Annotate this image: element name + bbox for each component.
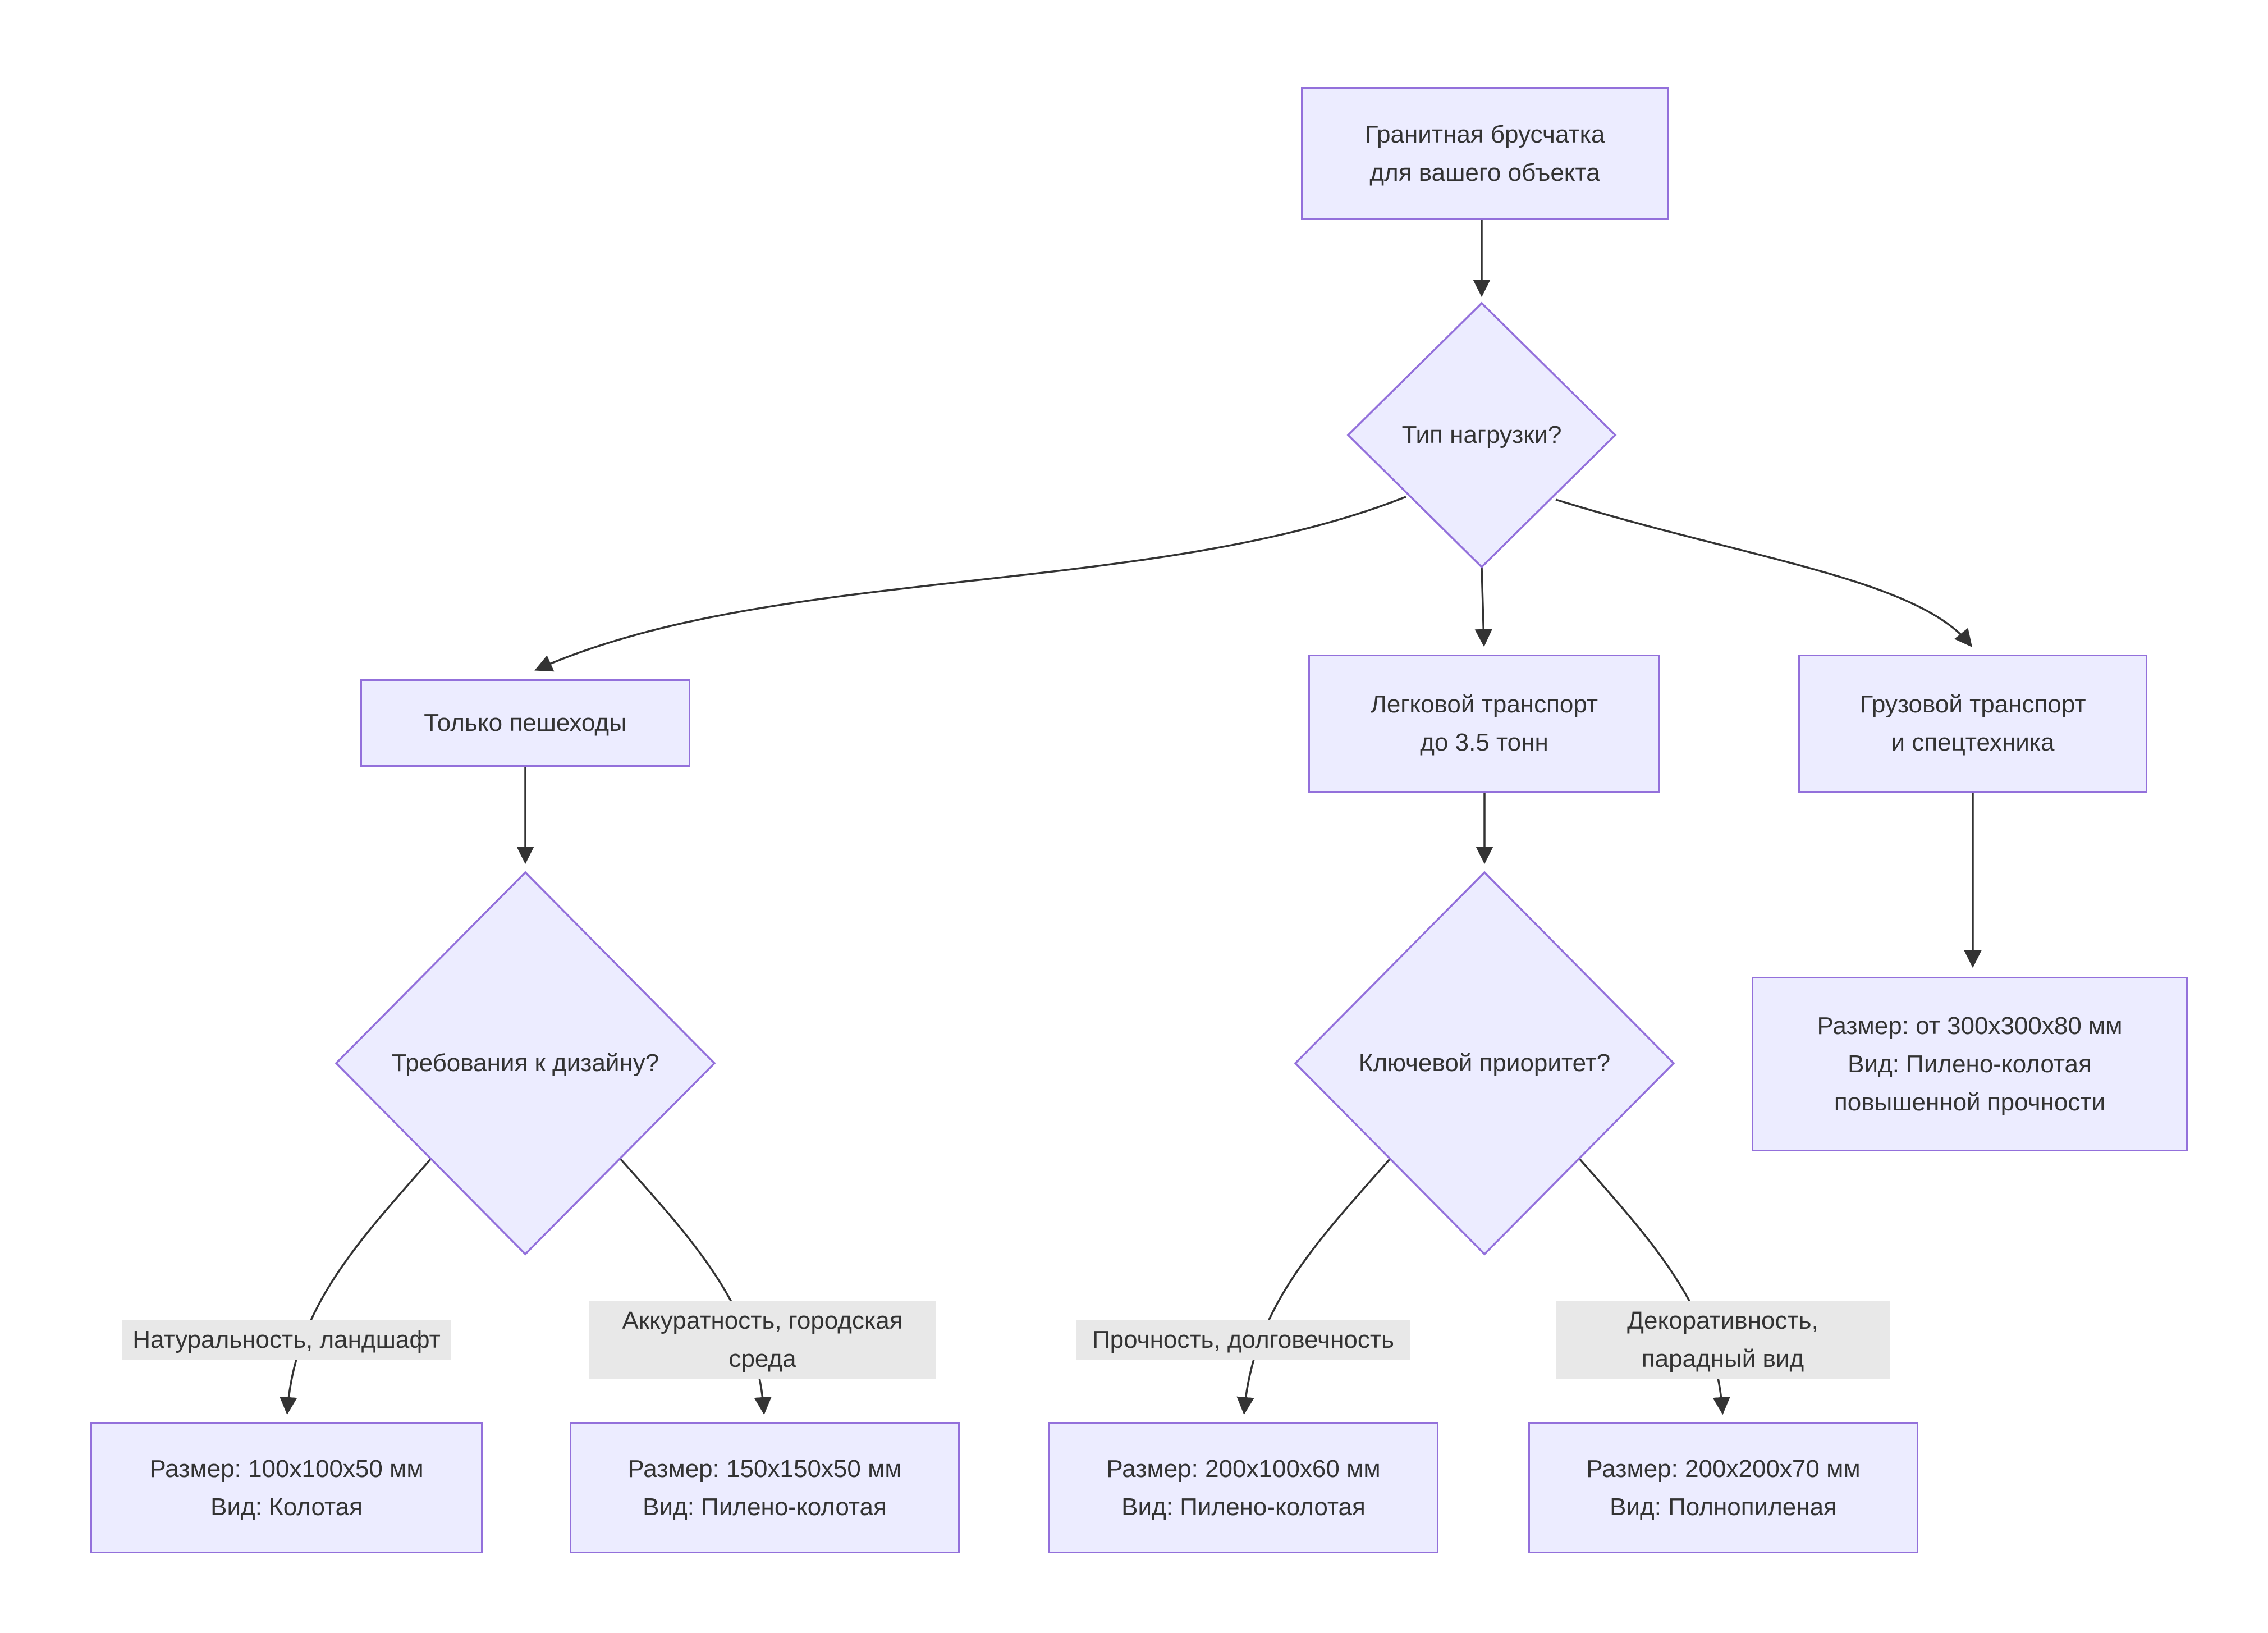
node-truck-result-line: повышенной прочности	[1834, 1088, 2106, 1116]
decision-load-type-label: Тип нагрузки?	[1401, 421, 1562, 449]
decision-design-label: Требования к дизайну?	[391, 1049, 659, 1077]
node-pedestrians: Только пешеходы	[360, 679, 690, 767]
edge-priority-to-result200100	[1236, 1158, 1391, 1415]
edge-label-natural-line: Натуральность, ландшафт	[132, 1326, 441, 1353]
edge-label-neat-line: среда	[728, 1345, 796, 1373]
node-result-100-line: Размер: 100x100x50 мм	[149, 1454, 424, 1483]
node-root-line: для вашего объекта	[1369, 158, 1600, 186]
node-root: Гранитная брусчатка для вашего объекта	[1301, 87, 1669, 220]
node-result-100: Размер: 100x100x50 мм Вид: Колотая	[90, 1422, 483, 1553]
node-result-150: Размер: 150x150x50 мм Вид: Пилено-колота…	[570, 1422, 960, 1553]
edge-label-neat-line: Аккуратность, городская	[622, 1307, 903, 1334]
edge-loadtype-to-trucks	[1555, 498, 1972, 647]
node-truck-result-line: Размер: от 300x300x80 мм	[1817, 1012, 2123, 1040]
node-light-transport-line: Легковой транспорт	[1370, 690, 1598, 718]
edge-label-decorative-line: парадный вид	[1641, 1345, 1804, 1373]
node-trucks: Грузовой транспорт и спецтехника	[1798, 655, 2147, 793]
edge-label-neat: Аккуратность, городская среда	[589, 1301, 936, 1379]
edge-label-natural: Натуральность, ландшафт	[122, 1320, 451, 1360]
node-pedestrians-line: Только пешеходы	[424, 709, 627, 737]
edge-design-to-result100	[280, 1158, 432, 1415]
node-light-transport: Легковой транспорт до 3.5 тонн	[1308, 655, 1660, 793]
edge-label-decorative: Декоративность, парадный вид	[1556, 1301, 1890, 1379]
decision-priority-label: Ключевой приоритет?	[1358, 1049, 1611, 1077]
node-result-150-line: Размер: 150x150x50 мм	[627, 1454, 902, 1483]
decision-load-type-shape	[1346, 301, 1617, 569]
node-result-200x200-line: Размер: 200x200x70 мм	[1586, 1454, 1861, 1483]
node-result-100-line: Вид: Колотая	[210, 1493, 363, 1521]
node-result-200x200-line: Вид: Полнопиленая	[1610, 1493, 1837, 1521]
edge-label-strength: Прочность, долговечность	[1076, 1320, 1410, 1360]
node-result-200x100: Размер: 200x100x60 мм Вид: Пилено-колота…	[1048, 1422, 1438, 1553]
edge-loadtype-to-light	[1474, 566, 1493, 647]
decision-priority-shape	[1294, 871, 1675, 1256]
node-trucks-line: Грузовой транспорт	[1859, 690, 2086, 718]
edge-label-decorative-line: Декоративность,	[1627, 1307, 1818, 1334]
node-root-line: Гранитная брусчатка	[1364, 120, 1605, 148]
node-result-150-line: Вид: Пилено-колотая	[643, 1493, 887, 1521]
edge-label-strength-line: Прочность, долговечность	[1092, 1326, 1394, 1353]
node-result-200x100-line: Размер: 200x100x60 мм	[1106, 1454, 1381, 1483]
node-light-transport-line: до 3.5 тонн	[1420, 729, 1548, 756]
node-truck-result: Размер: от 300x300x80 мм Вид: Пилено-кол…	[1752, 977, 2188, 1151]
edge-loadtype-to-pedestrians	[534, 496, 1406, 672]
node-truck-result-line: Вид: Пилено-колотая	[1848, 1050, 2092, 1078]
node-result-200x200: Размер: 200x200x70 мм Вид: Полнопиленая	[1528, 1422, 1918, 1553]
node-trucks-line: и спецтехника	[1891, 729, 2055, 756]
decision-design-shape	[335, 871, 716, 1256]
node-result-200x100-line: Вид: Пилено-колотая	[1121, 1493, 1366, 1521]
